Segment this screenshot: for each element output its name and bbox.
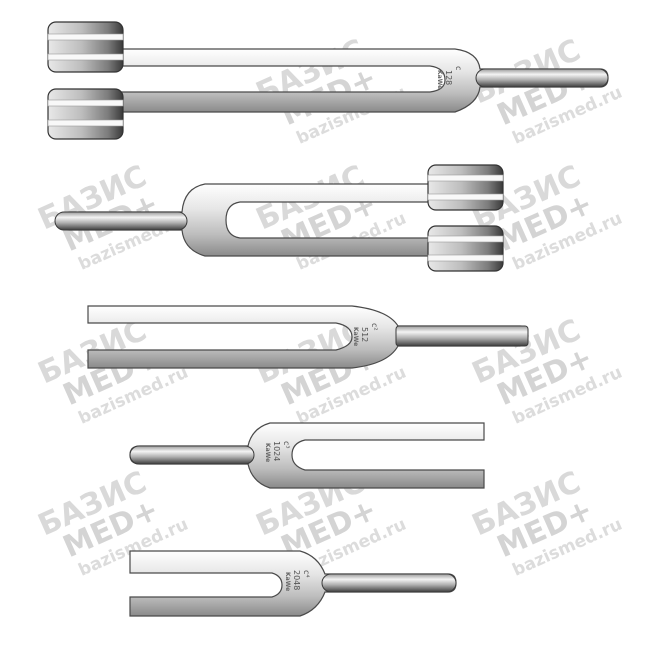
damper-bottom-band (47, 119, 124, 127)
tuning-fork-512: c² 512 KaWe (87, 305, 529, 369)
damper-bottom (427, 225, 504, 272)
fork-note: c² (370, 323, 379, 331)
tuning-fork-128: c 128 KaWe (47, 21, 609, 140)
fork-frequency: 1024 (272, 441, 281, 461)
watermark-group-8: БАЗИС MED+ bazismed.ru (467, 313, 625, 429)
damper-bottom-band (47, 99, 124, 107)
fork-handle (129, 445, 255, 465)
watermark-group-4: БАЗИС MED+ bazismed.ru (251, 159, 409, 275)
fork-maker: KaWe (352, 327, 359, 346)
damper-top-band (427, 174, 504, 182)
damper-bottom-band (427, 254, 504, 262)
fork-handle (475, 68, 609, 88)
fork-handle (395, 325, 529, 347)
fork-handle (321, 573, 457, 593)
fork-maker: KaWe (436, 70, 443, 89)
damper-top (427, 164, 504, 211)
watermark-group-1: БАЗИС MED+ bazismed.ru (251, 33, 409, 149)
damper-bottom-band (427, 235, 504, 243)
fork-handle (54, 211, 188, 231)
fork-maker: KaWe (284, 572, 291, 591)
watermark-group-6: БАЗИС MED+ bazismed.ru (33, 313, 191, 429)
fork-note: c (454, 66, 463, 70)
watermark-group-2: БАЗИС MED+ bazismed.ru (467, 33, 625, 149)
damper-top (47, 21, 124, 73)
fork-note: c³ (282, 441, 291, 449)
damper-top-band (47, 53, 124, 61)
tuning-fork-2 (54, 164, 504, 272)
fork-maker: KaWe (264, 443, 271, 462)
fork-note: c⁴ (302, 570, 311, 578)
tuning-fork-2048: c⁴ 2048 KaWe (129, 550, 457, 617)
watermark-group-11: БАЗИС MED+ bazismed.ru (467, 465, 625, 581)
fork-frequency: 2048 (292, 570, 301, 590)
damper-top-band (427, 193, 504, 201)
damper-top-band (47, 33, 124, 41)
fork-frequency: 512 (360, 327, 369, 342)
tuning-fork-1024: c³ 1024 KaWe (129, 422, 485, 489)
damper-bottom (47, 88, 124, 140)
fork-frequency: 128 (444, 70, 453, 85)
